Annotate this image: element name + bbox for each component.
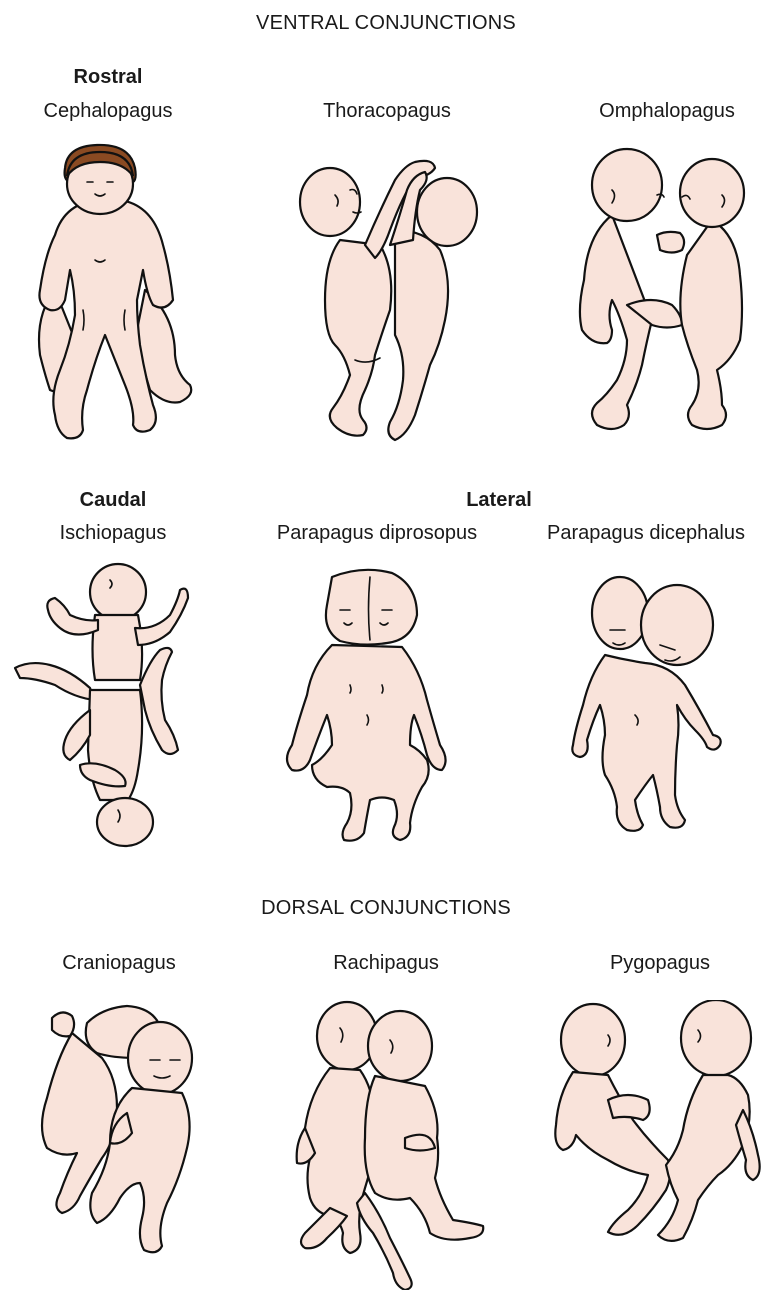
label-rachipagus: Rachipagus	[333, 952, 439, 975]
category-rostral: Rostral	[74, 66, 143, 89]
category-caudal: Caudal	[80, 489, 147, 512]
pygopagus-illustration	[548, 1000, 766, 1250]
rachipagus-illustration	[285, 998, 500, 1290]
category-lateral: Lateral	[466, 489, 532, 512]
label-parapagus-dicephalus: Parapagus dicephalus	[547, 522, 745, 545]
label-craniopagus: Craniopagus	[62, 952, 175, 975]
parapagus-diprosopus-illustration	[282, 565, 447, 845]
header-dorsal-conjunctions: DORSAL CONJUNCTIONS	[261, 897, 511, 920]
craniopagus-illustration	[32, 998, 207, 1260]
cephalopagus-illustration	[25, 140, 200, 445]
omphalopagus-illustration	[572, 145, 757, 445]
label-ischiopagus: Ischiopagus	[60, 522, 167, 545]
label-thoracopagus: Thoracopagus	[323, 100, 451, 123]
label-omphalopagus: Omphalopagus	[599, 100, 735, 123]
parapagus-dicephalus-illustration	[565, 575, 730, 845]
label-cephalopagus: Cephalopagus	[44, 100, 173, 123]
label-pygopagus: Pygopagus	[610, 952, 710, 975]
thoracopagus-illustration	[295, 150, 485, 445]
label-parapagus-diprosopus: Parapagus diprosopus	[277, 522, 477, 545]
header-ventral-conjunctions: VENTRAL CONJUNCTIONS	[256, 12, 516, 35]
ischiopagus-illustration	[10, 560, 190, 850]
